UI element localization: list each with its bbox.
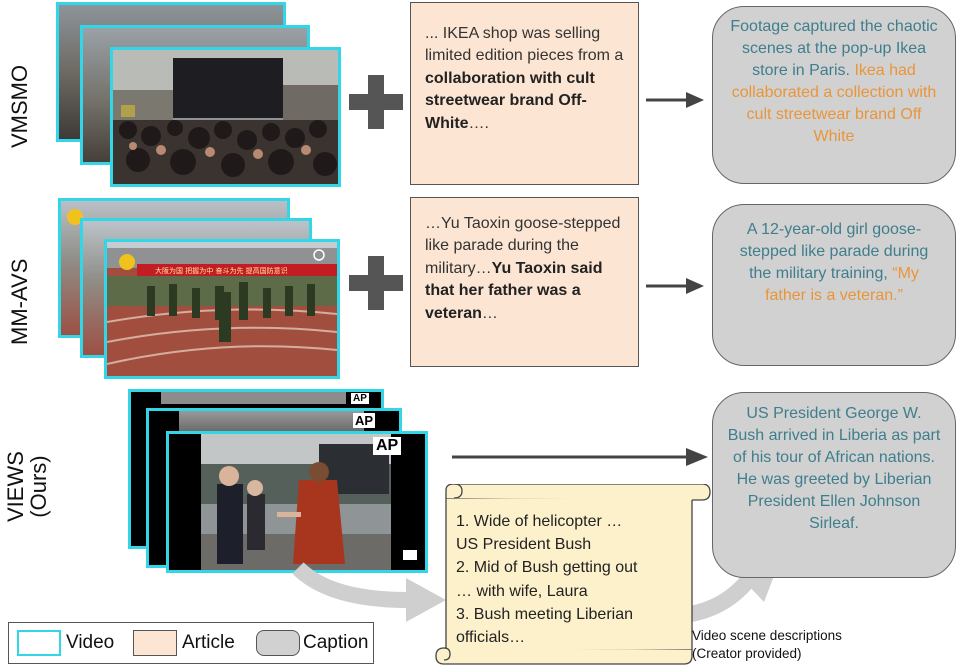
scene-line-5: 3. Bush meeting Liberian (456, 605, 633, 623)
scene-line-4: … with wife, Laura (456, 582, 588, 600)
views-frame-2-ap-logo: AP (353, 413, 376, 428)
mmavs-video-frame-3: 大阪为国 把握为中 奋斗为先 提高国防意识 (104, 239, 340, 379)
views-caption-plain: US President George W. Bush arrived in L… (727, 405, 941, 533)
legend-article-swatch (133, 630, 177, 656)
vmsmo-article-bold: collaboration with cult streetwear brand… (425, 69, 595, 132)
scene-line-2: US President Bush (456, 536, 592, 554)
scene-description-text: 1. Wide of helicopter … US President Bus… (456, 510, 688, 649)
row-label-mmavs: MM-AVS (7, 258, 32, 345)
mmavs-banner-text: 大阪为国 把握为中 奋斗为先 提高国防意识 (155, 266, 288, 275)
row-label-vmsmo: VMSMO (7, 64, 32, 148)
vmsmo-caption-plain: Footage captured the chaotic scenes at t… (730, 18, 938, 80)
legend-video-swatch (17, 630, 61, 656)
legend-caption-label: Caption (303, 632, 369, 653)
vmsmo-crowd-scene (113, 50, 338, 184)
views-frame-3-ap-logo: AP (373, 437, 402, 455)
vmsmo-article-post: …. (468, 114, 489, 132)
arrow-mmavs (646, 278, 704, 294)
scene-description-scroll (435, 484, 711, 665)
legend-caption-swatch (256, 630, 300, 656)
vmsmo-caption: Footage captured the chaotic scenes at t… (712, 6, 956, 184)
mmavs-article-bold: Yu Taoxin said that her father was a vet… (425, 259, 603, 322)
views-caption: US President George W. Bush arrived in L… (712, 392, 956, 578)
scene-note-line2: (Creator provided) (692, 645, 802, 661)
mmavs-parade-scene: 大阪为国 把握为中 奋斗为先 提高国防意识 (107, 242, 337, 376)
curved-arrow-video-to-scroll (292, 562, 446, 622)
vmsmo-caption-highlight: Ikea had collaborated a collection with … (731, 62, 937, 146)
views-frame-1-image (161, 392, 346, 404)
scene-note-line1: Video scene descriptions (692, 628, 842, 643)
row-label-views: VIEWS (Ours) (3, 451, 52, 522)
scene-line-3: 2. Mid of Bush getting out (456, 559, 638, 577)
mmavs-article-pre: …Yu Taoxin goose-stepped like parade dur… (425, 215, 621, 277)
views-video-frame-3: AP (166, 431, 428, 573)
arrow-vmsmo (646, 92, 704, 108)
plus-icon-vmsmo (349, 75, 403, 129)
legend-article-label: Article (182, 632, 235, 653)
row-label-views-line1: VIEWS (3, 451, 28, 522)
views-frame-1-ap-logo: AP (351, 393, 369, 404)
mmavs-caption-highlight: “My father is a veteran.” (765, 265, 919, 305)
views-bush-meeting-scene (169, 434, 425, 570)
vmsmo-article-pre: ... IKEA shop was selling limited editio… (425, 25, 624, 65)
views-frame-2-image (179, 411, 364, 431)
scene-line-1: 1. Wide of helicopter … (456, 513, 623, 530)
row-label-vmsmo-text: VMSMO (7, 64, 32, 148)
arrow-views (452, 448, 708, 466)
vmsmo-video-frame-3 (110, 47, 341, 187)
legend: Video Article Caption (8, 622, 374, 664)
mmavs-article-post: … (481, 304, 498, 322)
legend-video-label: Video (66, 632, 115, 653)
row-label-mmavs-text: MM-AVS (7, 258, 32, 345)
mmavs-caption: A 12-year-old girl goose-stepped like pa… (712, 204, 956, 366)
mmavs-caption-plain: A 12-year-old girl goose-stepped like pa… (739, 221, 929, 283)
plus-icon-mmavs (349, 256, 403, 310)
row-label-views-line2: (Ours) (26, 455, 52, 518)
mmavs-article: …Yu Taoxin goose-stepped like parade dur… (410, 197, 639, 367)
scene-description-note: Video scene descriptions (Creator provid… (692, 627, 842, 662)
vmsmo-article: ... IKEA shop was selling limited editio… (410, 2, 639, 185)
scene-line-6: officials… (456, 628, 526, 646)
